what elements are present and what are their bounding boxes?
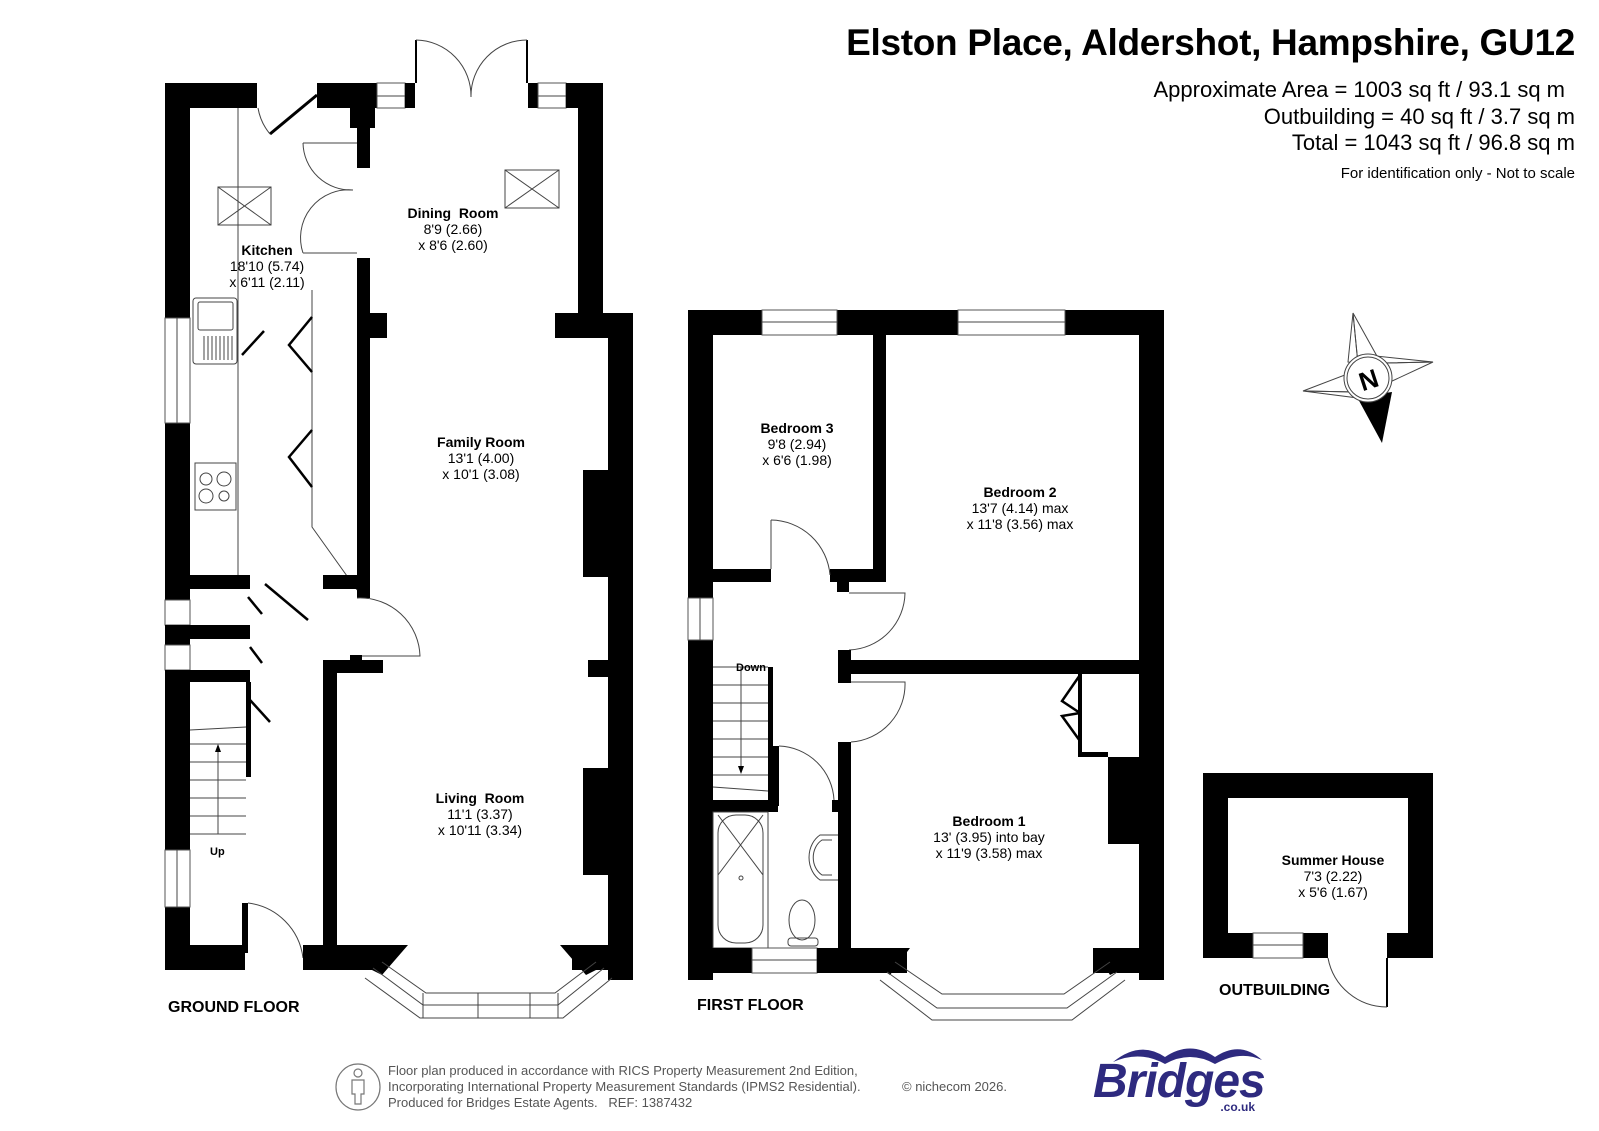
property-title: Elston Place, Aldershot, Hampshire, GU12 [846, 22, 1575, 63]
room-dimension: x 11'8 (3.56) max [966, 516, 1074, 532]
room-name: Kitchen [241, 242, 293, 258]
disclaimer: For identification only - Not to scale [1340, 165, 1575, 182]
room-dimension: x 10'11 (3.34) [437, 822, 523, 838]
room-dimension: 13' (3.95) into bay [933, 829, 1045, 845]
room-dimension: x 11'9 (3.58) max [935, 845, 1043, 861]
footer-line: Floor plan produced in accordance with R… [388, 1063, 858, 1078]
stairs-down-label: Down [736, 662, 766, 674]
bridges-logo: Bridges .co.uk [1093, 1040, 1266, 1115]
approximate-area: Approximate Area = 1003 sq ft / 93.1 sq … [1153, 77, 1565, 102]
stairs-up-label: Up [210, 846, 225, 858]
room-dimension: x 6'11 (2.11) [229, 274, 305, 290]
north-compass-icon: N [1302, 312, 1434, 443]
room-label-family-room: Family Room 13'1 (4.00) x 10'1 (3.08) [437, 434, 525, 482]
logo-wordmark: Bridges [1093, 1055, 1266, 1108]
room-label-bedroom-3: Bedroom 3 9'8 (2.94) x 6'6 (1.98) [760, 420, 833, 468]
room-dimension: 13'7 (4.14) max [971, 500, 1069, 516]
rics-footer: Floor plan produced in accordance with R… [388, 1063, 861, 1111]
room-label-bedroom-2: Bedroom 2 13'7 (4.14) max x 11'8 (3.56) … [967, 484, 1074, 532]
footer-line: Produced for Bridges Estate Agents. REF:… [388, 1095, 693, 1110]
person-icon [335, 1063, 381, 1111]
logo-domain: .co.uk [1220, 1100, 1255, 1114]
room-dimension: 9'8 (2.94) [767, 436, 827, 452]
footer-line: Incorporating International Property Mea… [388, 1079, 861, 1094]
room-name: Family Room [437, 434, 525, 450]
room-dimension: x 8'6 (2.60) [418, 237, 488, 253]
room-dimension: x 10'1 (3.08) [442, 466, 520, 482]
outbuilding-label: OUTBUILDING [1219, 982, 1331, 999]
ground-floor-label: GROUND FLOOR [168, 999, 300, 1016]
room-dimension: 18'10 (5.74) [229, 258, 305, 274]
first-floor-plan [687, 309, 1164, 1021]
room-name: Dining Room [407, 205, 499, 221]
first-floor-label: FIRST FLOOR [697, 997, 804, 1014]
room-label-living-room: Living Room 11'1 (3.37) x 10'11 (3.34) [436, 790, 525, 838]
room-dimension: 13'1 (4.00) [447, 450, 515, 466]
outbuilding-plan [1203, 773, 1433, 1008]
ground-floor-plan [164, 39, 633, 1019]
room-name: Living Room [435, 790, 525, 806]
room-dimension: x 5'6 (1.67) [1298, 884, 1368, 900]
copyright: © nichecom 2026. [902, 1079, 1007, 1094]
room-dimension: x 6'6 (1.98) [762, 452, 832, 468]
room-label-dining-room: Dining Room 8'9 (2.66) x 8'6 (2.60) [408, 205, 499, 253]
room-name: Summer House [1281, 852, 1385, 868]
bridges-logo-arcs [1113, 1048, 1262, 1064]
room-dimension: 7'3 (2.22) [1303, 868, 1363, 884]
room-dimension: 8'9 (2.66) [423, 221, 483, 237]
total-area: Total = 1043 sq ft / 96.8 sq m [1291, 130, 1575, 155]
room-dimension: 11'1 (3.37) [447, 806, 513, 822]
outbuilding-area: Outbuilding = 40 sq ft / 3.7 sq m [1263, 104, 1575, 129]
room-label-kitchen: Kitchen 18'10 (5.74) x 6'11 (2.11) [229, 242, 304, 290]
room-name: Bedroom 3 [760, 420, 834, 436]
room-name: Bedroom 1 [952, 813, 1026, 829]
room-name: Bedroom 2 [983, 484, 1057, 500]
room-label-summer-house: Summer House 7'3 (2.22) x 5'6 (1.67) [1282, 852, 1385, 900]
room-label-bedroom-1: Bedroom 1 13' (3.95) into bay x 11'9 (3.… [933, 813, 1045, 861]
